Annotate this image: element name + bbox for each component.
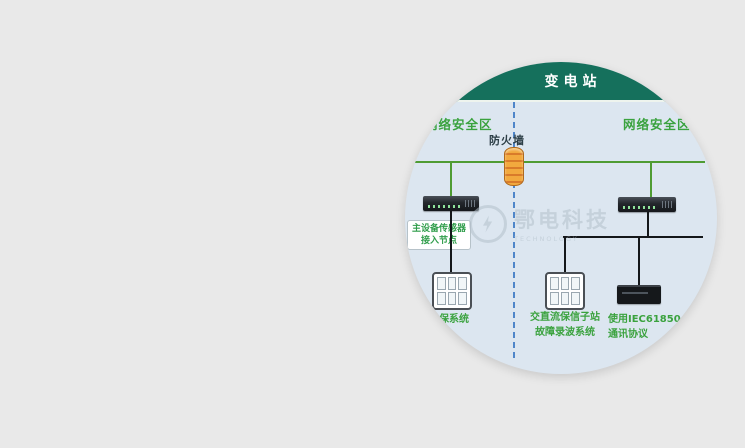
switch-leds [623,206,658,209]
firewall-icon [504,147,524,186]
caption-mid-line1: 交直流保信子站 [530,312,600,323]
network-bus-line [413,161,705,163]
link-switch-to-device-left [450,211,452,273]
watermark: 鄂电科技 TECHNOLOGY [469,204,610,243]
switch-leds [428,205,462,208]
switch-icon-right [618,197,676,212]
protection-device-icon-left [432,272,472,310]
link-to-black-device [638,236,640,286]
caption-right-line2: 通讯协议 [608,329,648,340]
zone-label-right: 网络安全区 [623,117,691,132]
caption-mid-systems: 交直流保信子站 故障录波系统 [515,310,615,340]
link-to-device-mid [564,236,566,273]
access-node-line1: 主设备传感器 [411,224,466,234]
switch-icon-left [423,196,479,211]
recorder-device-icon [617,285,661,304]
watermark-brand: 鄂电科技 [514,208,610,232]
zone-label-left: 网络安全区 [425,117,493,132]
diagram-header: 变电站 [405,62,717,102]
access-node-label: 主设备传感器 接入节点 [407,220,471,251]
caption-right-protocol: 使用IEC61850 通讯协议 [608,312,681,342]
switch-vents [662,201,672,208]
bus-drop-right [650,161,652,197]
caption-right-line1: 使用IEC61850 [608,314,681,325]
device-slot [622,292,648,294]
diagram-circle: 变电站 网络安全区 网络安全区 防火墙 主设备传感器 接入节点 [405,62,717,374]
firewall-label: 防火墙 [489,134,525,147]
switch-vents [465,200,475,207]
header-title: 变电站 [544,74,602,90]
bus-drop-left [450,161,452,197]
access-node-line2: 接入节点 [420,236,457,247]
watermark-subtitle: TECHNOLOGY [514,235,579,243]
caption-left-system: 保系统 [439,314,469,325]
link-switch-right [647,212,649,238]
protection-device-icon-mid [545,272,585,310]
watermark-logo-icon [469,204,507,243]
link-bus-right [563,236,703,238]
caption-mid-line2: 故障录波系统 [535,327,595,338]
zone-divider-dashed-line [513,102,515,358]
watermark-text: 鄂电科技 TECHNOLOGY [514,204,610,243]
